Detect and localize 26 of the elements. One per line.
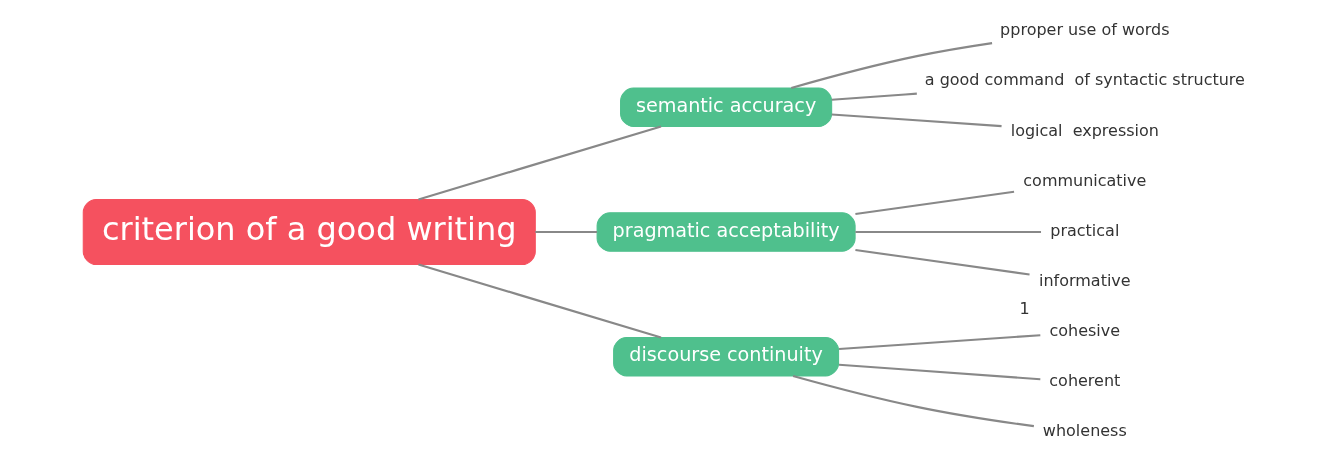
connector xyxy=(838,363,1040,381)
node-text: a good command of syntactic structure xyxy=(924,70,1245,90)
node-text: practical xyxy=(1049,220,1119,240)
connector xyxy=(854,230,1041,234)
connector xyxy=(792,374,1034,428)
connector xyxy=(854,248,1030,276)
node-label: 1 xyxy=(1019,299,1030,319)
node-text: informative xyxy=(1038,270,1131,290)
node-box: discourse continuity xyxy=(612,337,839,377)
connector xyxy=(831,113,1002,128)
node-text: cohesive xyxy=(1049,320,1120,340)
node-box: criterion of a good writing xyxy=(82,198,536,266)
connector xyxy=(854,190,1014,216)
node-text: logical expression xyxy=(1010,120,1159,140)
node-box: semantic accuracy xyxy=(619,87,832,127)
node-text: coherent xyxy=(1048,371,1120,391)
connector xyxy=(790,42,992,89)
connector xyxy=(831,92,917,101)
connector xyxy=(838,334,1040,351)
connector xyxy=(417,263,661,339)
node-text: pproper use of words xyxy=(999,20,1170,40)
node-box: pragmatic acceptability xyxy=(596,212,856,252)
connector xyxy=(534,230,597,234)
node-text: communicative xyxy=(1022,170,1146,190)
connector xyxy=(417,125,661,201)
node-text: wholeness xyxy=(1042,421,1127,441)
